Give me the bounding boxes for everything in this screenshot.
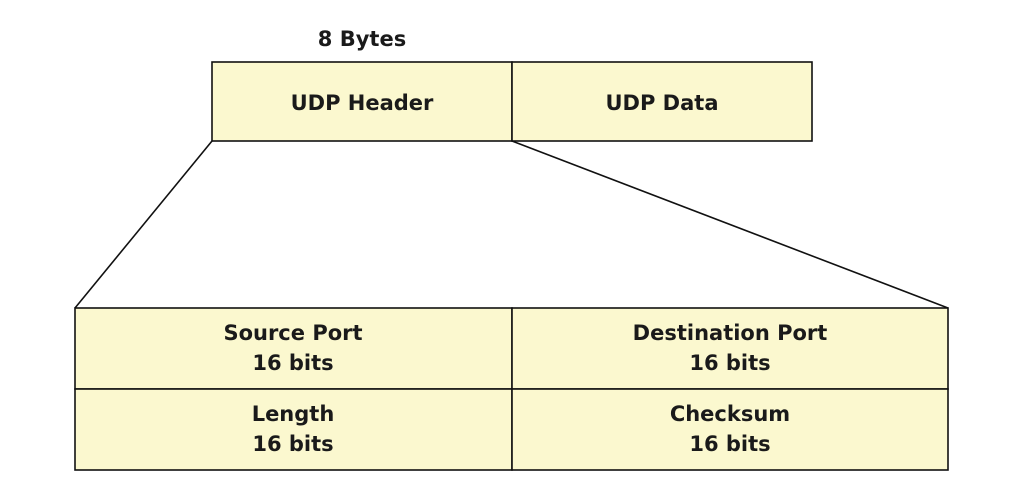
- header-size-label: 8 Bytes: [318, 27, 406, 51]
- field-size-length: 16 bits: [252, 432, 333, 456]
- udp-header-box: [211, 61, 513, 142]
- field-name-checksum: Checksum: [670, 402, 790, 426]
- field-name-length: Length: [252, 402, 335, 426]
- datagram-row: UDP Header UDP Data: [211, 61, 813, 142]
- field-size-source-port: 16 bits: [252, 351, 333, 375]
- udp-header-label: UDP Header: [291, 91, 434, 115]
- expansion-line-right: [511, 140, 949, 309]
- udp-data-label: UDP Data: [606, 91, 719, 115]
- header-fields-table: Source Port 16 bits Destination Port 16 …: [74, 307, 949, 471]
- field-cell-checksum: [511, 388, 949, 471]
- expansion-line-left: [74, 140, 213, 309]
- field-cell-destination-port: [511, 307, 949, 390]
- field-cell-source-port: [74, 307, 513, 390]
- field-size-checksum: 16 bits: [689, 432, 770, 456]
- field-cell-length: [74, 388, 513, 471]
- udp-data-box: [511, 61, 813, 142]
- field-size-destination-port: 16 bits: [689, 351, 770, 375]
- field-name-destination-port: Destination Port: [633, 321, 828, 345]
- field-name-source-port: Source Port: [223, 321, 362, 345]
